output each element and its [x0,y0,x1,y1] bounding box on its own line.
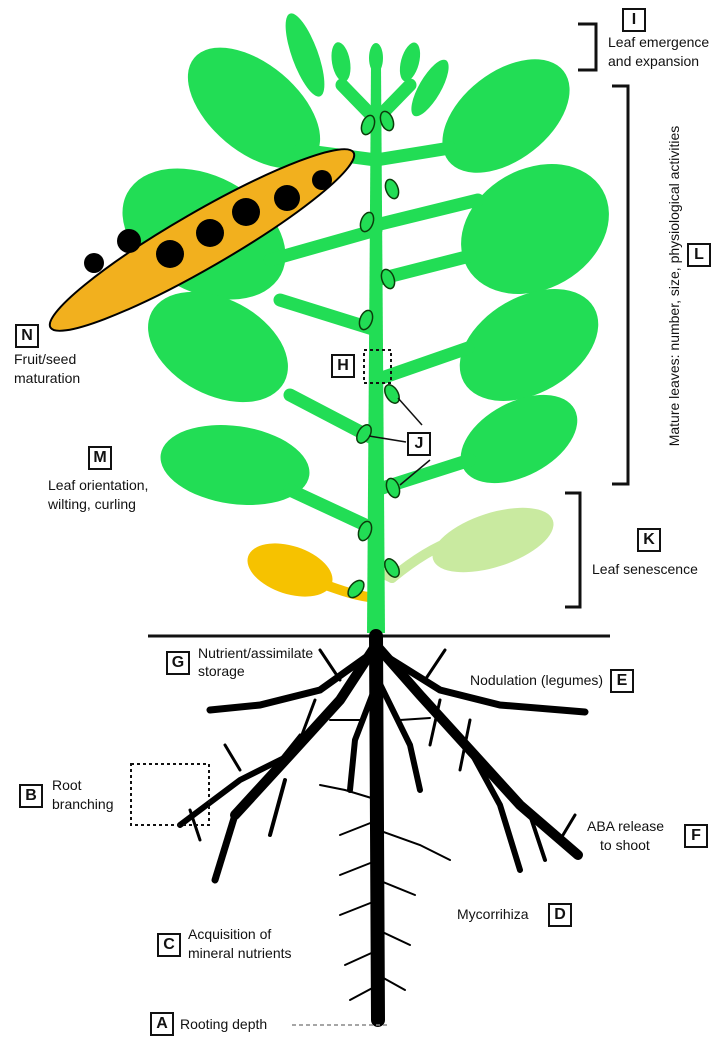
label-box-b: B [19,784,43,808]
label-e-text: Nodulation (legumes) [470,672,603,689]
label-box-j: J [407,432,431,456]
label-g-line1: Nutrient/assimilate [198,645,313,662]
label-g-line2: storage [198,663,245,680]
label-box-k: K [637,528,661,552]
label-b-line1: Root [52,777,82,794]
label-box-a: A [150,1012,174,1036]
label-b-line2: branching [52,796,114,813]
label-f-line2: to shoot [600,837,650,854]
label-box-g: G [166,651,190,675]
label-l-text: Mature leaves: number, size, physiologic… [666,126,682,447]
label-box-c: C [157,933,181,957]
label-k-text: Leaf senescence [592,561,698,578]
label-box-m: M [88,446,112,470]
label-c-line1: Acquisition of [188,926,271,943]
label-box-d: D [548,903,572,927]
label-box-e: E [610,669,634,693]
label-c-line2: mineral nutrients [188,945,292,962]
lower-leaves [241,495,562,607]
senescent-leaf [425,495,562,585]
label-d-text: Mycorrihiza [457,906,529,923]
label-i-line1: Leaf emergence [608,34,709,51]
label-f-line1: ABA release [587,818,664,835]
label-box-n: N [15,324,39,348]
root-system [180,636,585,1020]
yellow-leaf [241,534,340,607]
root-branching-marker [131,764,209,825]
leaf-top-right-inner [396,40,424,83]
label-box-l: L [687,243,711,267]
label-n-line1: Fruit/seed [14,351,76,368]
label-m-line1: Leaf orientation, [48,477,148,494]
leaf-top-left-inner [329,41,354,84]
label-n-line2: maturation [14,370,80,387]
label-box-f: F [684,824,708,848]
label-i-line2: and expansion [608,53,699,70]
label-box-i: I [622,8,646,32]
leaf-left-4 [155,416,314,514]
label-a-text: Rooting depth [180,1016,267,1033]
label-m-line2: wilting, curling [48,496,136,513]
label-box-h: H [331,354,355,378]
